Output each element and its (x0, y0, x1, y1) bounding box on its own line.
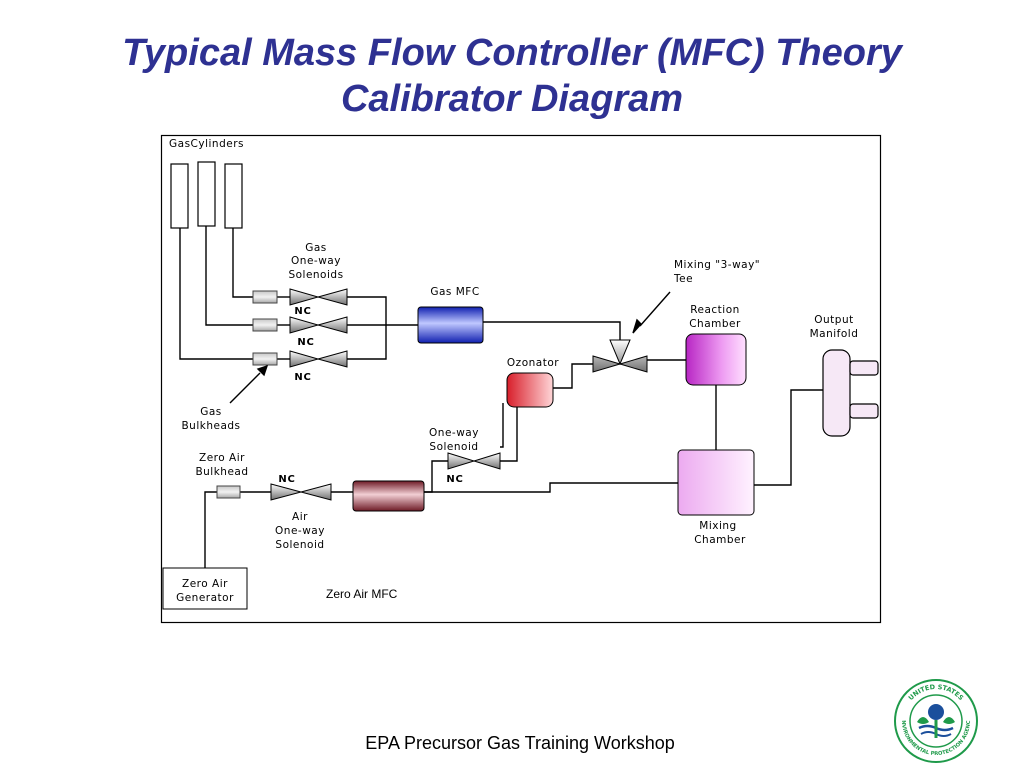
label-air-solenoid-3: Solenoid (275, 539, 324, 551)
label-mixing-tee-1: Mixing "3-way" (674, 259, 760, 271)
gas-cylinders (170, 161, 243, 229)
output-port (849, 360, 879, 376)
title-line-2: Calibrator Diagram (340, 78, 684, 120)
one-way-solenoid-valve (447, 452, 501, 470)
label-mixing-chamber-2: Chamber (694, 534, 746, 546)
label-mixing-tee-2: Tee (673, 273, 693, 285)
gas-cylinder (197, 161, 216, 227)
seal-sun-icon (928, 704, 944, 720)
label-one-way-solenoid-2: Solenoid (429, 441, 478, 453)
label-gas-solenoids-3: Solenoids (288, 269, 343, 281)
label-nc: NC (294, 372, 311, 383)
label-output-manifold-1: Output (814, 314, 853, 326)
label-reaction-chamber-1: Reaction (690, 304, 740, 316)
zero-air-bulkhead (216, 485, 241, 499)
label-output-manifold-2: Manifold (810, 328, 859, 340)
output-port (849, 403, 879, 419)
valves (270, 288, 648, 501)
gas-bulkhead-fittings (216, 290, 278, 499)
gas-solenoid-valve (289, 316, 348, 334)
mixing-tee-valve (592, 339, 648, 373)
ozonator (506, 372, 554, 408)
label-air-solenoid-2: One-way (275, 525, 325, 537)
output-manifold (822, 349, 879, 437)
label-gas-solenoids-2: One-way (291, 255, 341, 267)
slide-title: Typical Mass Flow Controller (MFC) Theor… (0, 30, 1024, 122)
label-zero-air-bulkhead-1: Zero Air (199, 452, 245, 464)
gas-cylinder (224, 163, 243, 229)
label-gas-cylinders: GasCylinders (169, 138, 244, 150)
label-gas-solenoids-1: Gas (305, 242, 327, 254)
label-gas-mfc: Gas MFC (430, 286, 479, 298)
label-air-solenoid-1: Air (292, 511, 308, 523)
zero-air-generator (162, 567, 248, 610)
seal-stem-icon (934, 720, 938, 738)
label-nc: NC (297, 337, 314, 348)
arrowhead (256, 364, 269, 377)
seal-leaf-icon (917, 717, 929, 724)
gas-bulkhead (252, 352, 278, 366)
label-one-way-solenoid-1: One-way (429, 427, 479, 439)
mixing-chamber (677, 449, 755, 516)
label-nc: NC (278, 474, 295, 485)
zero-air-mfc (352, 480, 425, 512)
label-ozonator: Ozonator (507, 357, 559, 369)
label-gas-bulkheads-2: Bulkheads (181, 420, 240, 432)
label-reaction-chamber-2: Chamber (689, 318, 741, 330)
label-zero-air-generator-1: Zero Air (182, 578, 228, 590)
label-zero-air-bulkhead-2: Bulkhead (195, 466, 248, 478)
slide-footer: EPA Precursor Gas Training Workshop (365, 733, 675, 753)
label-gas-bulkheads-1: Gas (200, 406, 222, 418)
air-solenoid-valve (270, 483, 332, 501)
arrows (229, 291, 671, 404)
gas-bulkhead (252, 290, 278, 304)
arrowhead (632, 318, 642, 334)
gas-mfc (417, 306, 484, 344)
label-nc: NC (446, 474, 463, 485)
label-zero-air-mfc: Zero Air MFC (326, 587, 398, 601)
label-nc: NC (294, 306, 311, 317)
gas-cylinder (170, 163, 189, 229)
seal-leaf-icon (943, 717, 955, 724)
label-mixing-chamber-1: Mixing (699, 520, 736, 532)
gas-bulkhead (252, 318, 278, 332)
gas-solenoid-valve (289, 350, 348, 368)
gas-solenoid-valve (289, 288, 348, 306)
reaction-chamber (685, 333, 747, 386)
epa-seal-logo: UNITED STATES ENVIRONMENTAL PROTECTION A… (893, 678, 978, 763)
title-line-1: Typical Mass Flow Controller (MFC) Theor… (122, 32, 902, 74)
label-zero-air-generator-2: Generator (176, 592, 234, 604)
pipes (179, 226, 823, 568)
